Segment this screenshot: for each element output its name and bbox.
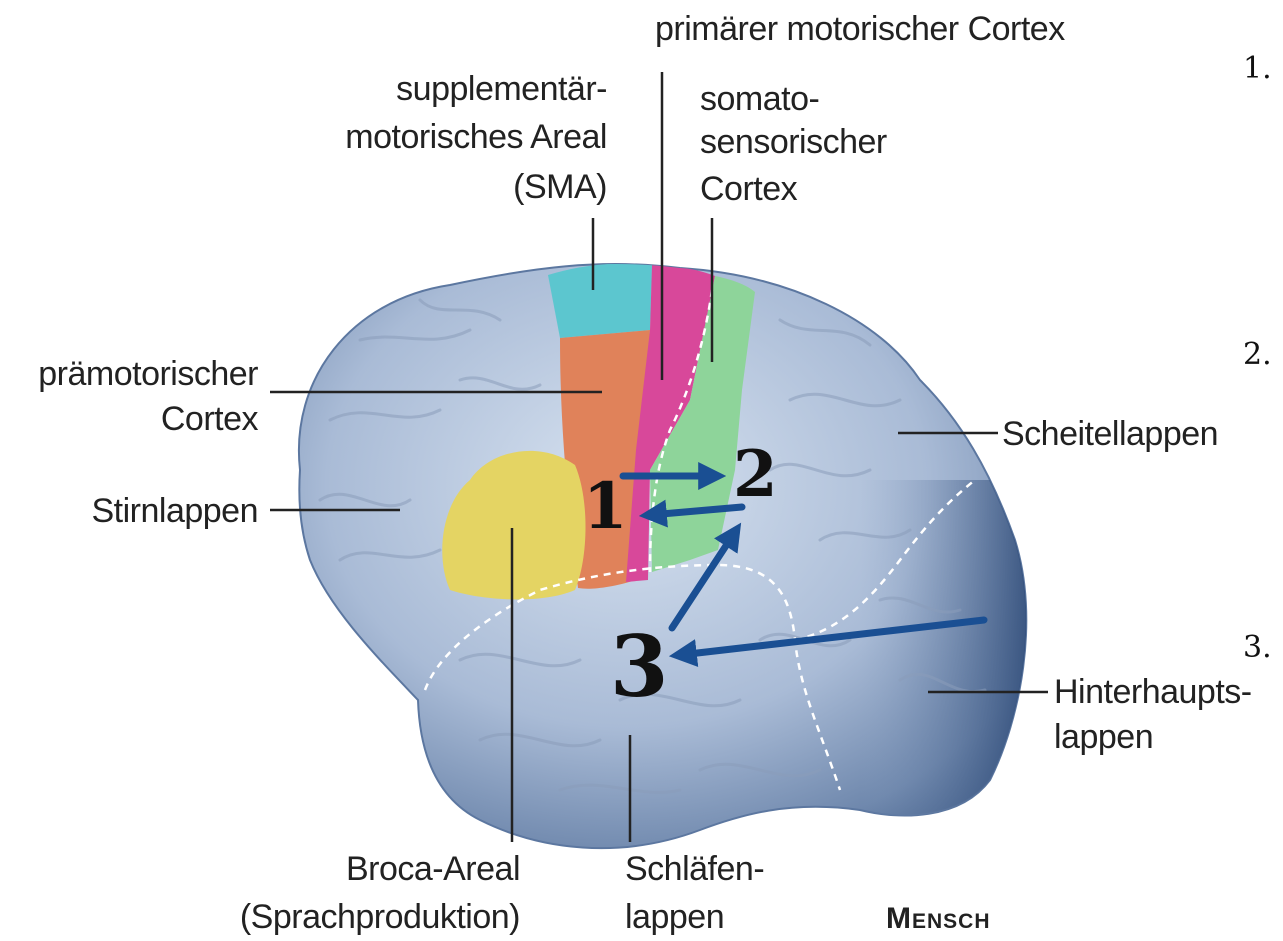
brain-illustration <box>299 263 1040 848</box>
label-temporal-line2: lappen <box>625 898 724 936</box>
label-broca-line2: (Sprachproduktion) <box>240 898 520 936</box>
label-occipital-line2: lappen <box>1054 718 1153 756</box>
label-species: Mensch <box>886 902 991 935</box>
sma-area <box>548 263 652 338</box>
side-list-item-2: 2. <box>1243 337 1272 372</box>
marker-1: 1 <box>583 469 628 544</box>
side-list-item-3: 3. <box>1243 630 1272 665</box>
label-occipital-line1: Hinterhaupts- <box>1054 673 1252 711</box>
label-frontal-lobe: Stirnlappen <box>91 492 258 530</box>
marker-2: 2 <box>733 437 778 512</box>
label-sma-line2: motorisches Areal <box>345 118 607 156</box>
label-sma-line1: supplementär- <box>396 70 607 108</box>
label-premotor-line2: Cortex <box>161 400 259 438</box>
label-somato-line1: somato- <box>700 80 819 118</box>
side-list-item-1: 1. <box>1243 51 1272 86</box>
label-somato-line3: Cortex <box>700 170 798 208</box>
label-parietal-lobe: Scheitellappen <box>1002 415 1218 453</box>
marker-3: 3 <box>610 617 668 716</box>
label-temporal-line1: Schläfen- <box>625 850 764 888</box>
label-sma-line3: (SMA) <box>513 168 607 206</box>
label-somato-line2: sensorischer <box>700 123 887 161</box>
label-broca-line1: Broca-Areal <box>346 850 520 888</box>
label-primary-motor-cortex: primärer motorischer Cortex <box>655 10 1065 48</box>
label-premotor-line1: prämotorischer <box>38 355 258 393</box>
